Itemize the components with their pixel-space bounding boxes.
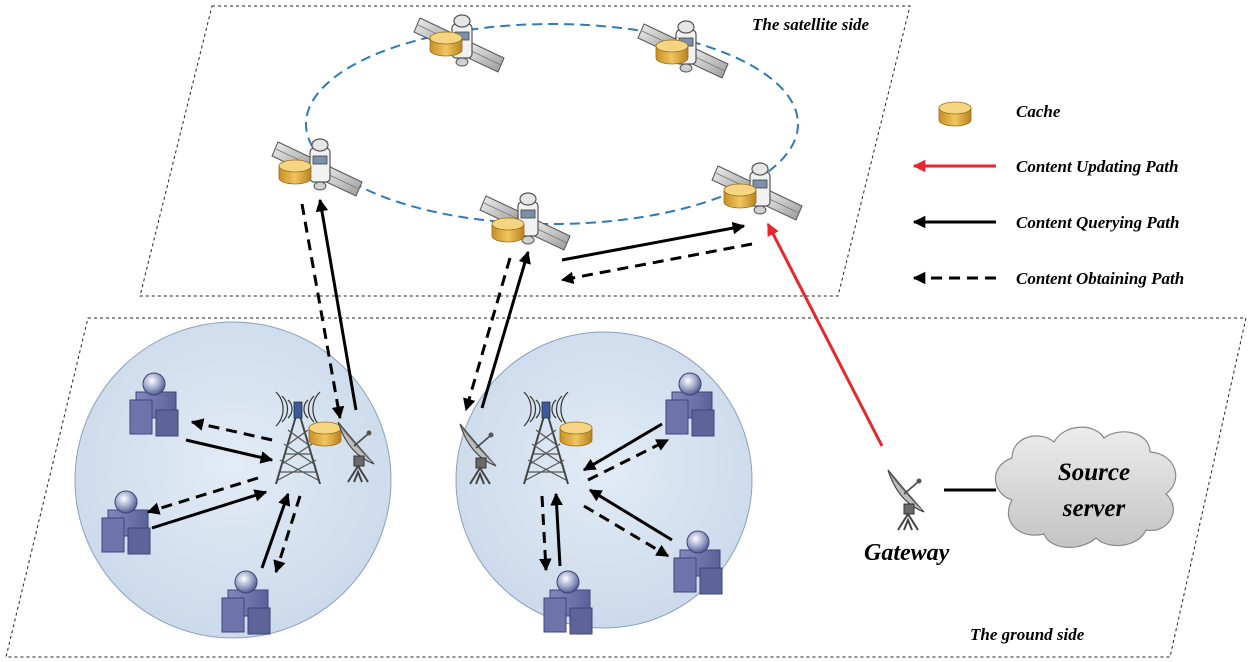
source-server-label-line2: server (1062, 495, 1126, 522)
obtaining-path-arrow (300, 203, 345, 420)
obtaining-path-arrow (273, 495, 302, 574)
legend-obtaining-label: Content Obtaining Path (1016, 269, 1184, 288)
cache-icon (429, 31, 463, 57)
source-server-label-line1: Source (1058, 459, 1130, 486)
legend: Cache Content Updating Path Content Quer… (912, 101, 1184, 288)
querying-path-arrow (185, 438, 274, 464)
updating-path-arrow (766, 222, 884, 447)
querying-path-arrow (151, 489, 268, 530)
gateway-dish-icon (887, 469, 925, 531)
cache-icon (491, 217, 525, 243)
querying-path-arrow (550, 492, 563, 567)
querying-path-arrow (561, 221, 746, 262)
cache-icon (559, 421, 593, 447)
gateway-label: Gateway (864, 540, 950, 566)
ground-side-plane (5, 317, 1247, 658)
legend-updating-label: Content Updating Path (1016, 157, 1178, 176)
source-server-cloud (994, 426, 1177, 548)
satellite-side-label: The satellite side (752, 15, 870, 34)
obtaining-path-arrow (587, 438, 670, 482)
legend-cache-label: Cache (1016, 102, 1061, 121)
obtaining-path-arrow (146, 476, 259, 515)
ground-side-label: The ground side (970, 625, 1085, 644)
querying-path-arrow (315, 198, 358, 411)
orbit-ring (305, 23, 799, 225)
cache-icon (723, 183, 757, 209)
querying-path-arrow (582, 422, 663, 472)
obtaining-path-arrow (463, 257, 512, 412)
querying-path-arrow (480, 250, 531, 409)
querying-path-arrow (588, 488, 673, 542)
obtaining-path-arrow (583, 504, 670, 558)
obtaining-path-arrow (539, 495, 552, 572)
cache-icon (655, 39, 689, 65)
legend-cache-icon (938, 101, 972, 127)
legend-querying-label: Content Querying Path (1016, 213, 1179, 232)
querying-path-arrow (260, 492, 291, 569)
cache-icon (308, 421, 342, 447)
obtaining-path-arrow (560, 242, 753, 285)
satellite-side-plane (139, 5, 911, 297)
obtaining-path-arrow (190, 418, 273, 442)
cache-icon (278, 159, 312, 185)
